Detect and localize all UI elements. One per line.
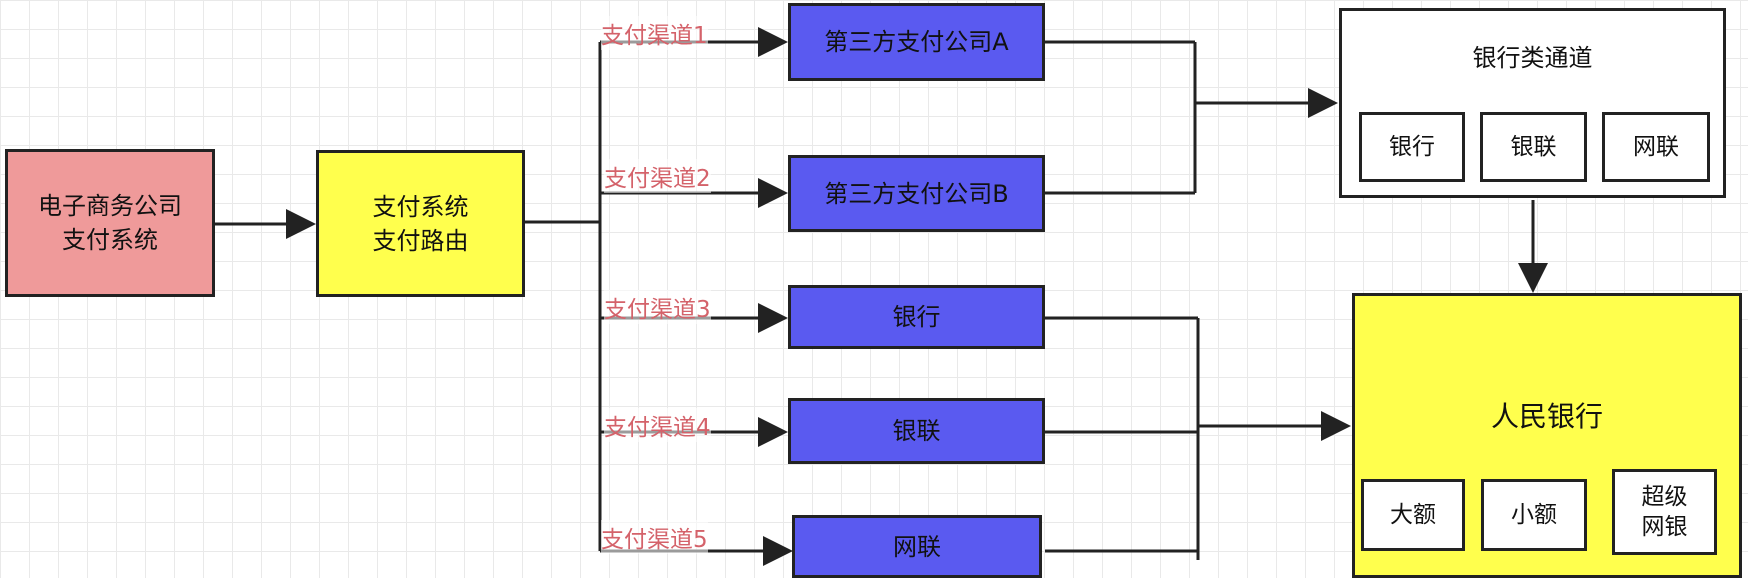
channel-target-1: 第三方支付公司A xyxy=(788,3,1045,81)
channel-target-3: 银行 xyxy=(788,285,1045,349)
channel-label-2: 支付渠道2 xyxy=(604,159,711,193)
channel-target-5: 网联 xyxy=(792,515,1042,578)
central-bank-system-super-ebank: 超级 网银 xyxy=(1612,469,1717,555)
channel-label-4: 支付渠道4 xyxy=(604,408,711,442)
channel-label-3: 支付渠道3 xyxy=(604,290,711,324)
router-line2: 支付路由 xyxy=(372,226,469,255)
router-line1: 支付系统 xyxy=(372,192,469,221)
group-item-unionpay: 银联 xyxy=(1480,112,1587,182)
bank-channel-group-title: 银行类通道 xyxy=(1472,44,1593,72)
source-line1: 电子商务公司 xyxy=(38,192,182,220)
group-item-bank: 银行 xyxy=(1359,112,1465,182)
channel-label-5: 支付渠道5 xyxy=(601,520,708,554)
central-bank-system-small-value: 小额 xyxy=(1481,479,1587,551)
router-box: 支付系统 支付路由 xyxy=(316,150,525,297)
central-bank-title: 人民银行 xyxy=(1490,400,1603,433)
bank-channel-group: 银行类通道 银行 银联 网联 xyxy=(1339,8,1726,198)
group-item-netunion: 网联 xyxy=(1602,112,1710,182)
source-box: 电子商务公司 支付系统 xyxy=(5,149,215,297)
central-bank-box: 人民银行 大额 小额 超级 网银 xyxy=(1352,293,1742,578)
channel-target-4: 银联 xyxy=(788,398,1045,464)
channel-target-2: 第三方支付公司B xyxy=(788,155,1045,232)
central-bank-system-large-value: 大额 xyxy=(1361,479,1465,551)
source-line2: 支付系统 xyxy=(62,226,158,254)
channel-label-1: 支付渠道1 xyxy=(601,16,708,50)
